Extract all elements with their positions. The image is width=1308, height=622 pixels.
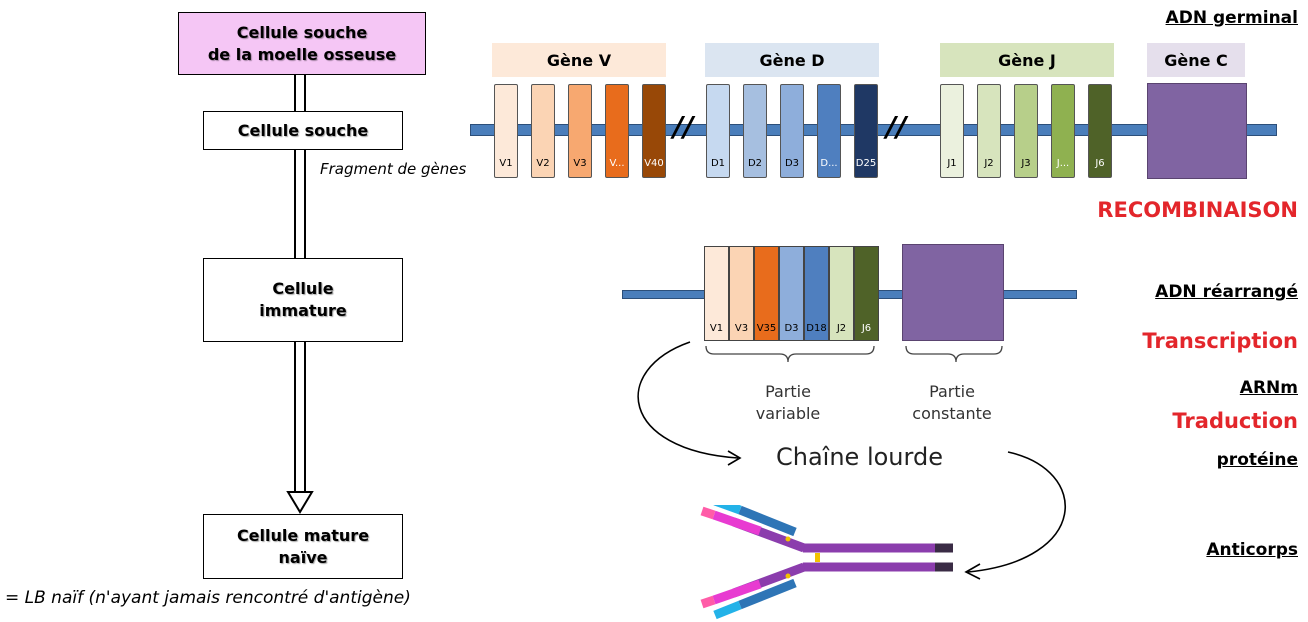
- gene-fragment-d: D...: [817, 84, 841, 178]
- gene-fragment-v2: V2: [531, 84, 555, 178]
- gene-fragment-v40: V40: [642, 84, 666, 178]
- antibody-diagram: [700, 505, 953, 620]
- rearranged-segment-v3: V3: [729, 246, 754, 341]
- gene-fragment-v1: V1: [494, 84, 518, 178]
- gene-fragment-d2: D2: [743, 84, 767, 178]
- gene-d-header: Gène D: [705, 43, 879, 77]
- rearranged-segment-j6: J6: [854, 246, 879, 341]
- mature-naive-cell-box: Cellule mature naïve: [203, 514, 403, 579]
- flow-arrows: [637, 341, 1067, 580]
- rearranged-segment-d3: D3: [779, 246, 804, 341]
- gene-gap-slash-2: //: [886, 110, 907, 143]
- gene-j-header: Gène J: [940, 43, 1114, 77]
- antibody-label: Anticorps: [1206, 540, 1298, 560]
- maturation-arrow: [286, 75, 314, 514]
- bone-marrow-stem-cell-box: Cellule souche de la moelle osseuse: [178, 12, 426, 75]
- gene-fragment-d1: D1: [706, 84, 730, 178]
- immature-cell-label: Cellule immature: [259, 279, 347, 320]
- germline-dna-label: ADN germinal: [1165, 8, 1298, 28]
- stem-cell-box: Cellule souche: [203, 111, 403, 150]
- gene-c-block: [1147, 83, 1247, 179]
- recombination-label: RECOMBINAISON: [1097, 198, 1298, 222]
- gene-fragment-v3: V3: [568, 84, 592, 178]
- transcription-label: Transcription: [1142, 329, 1298, 353]
- protein-label: protéine: [1216, 450, 1298, 470]
- gene-fragment-j1: J1: [940, 84, 964, 178]
- rearranged-segment-j2: J2: [829, 246, 854, 341]
- gene-fragment-j: J...: [1051, 84, 1075, 178]
- gene-fragment-d25: D25: [854, 84, 878, 178]
- mrna-label: ARNm: [1239, 378, 1298, 398]
- naive-lb-note: = LB naïf (n'ayant jamais rencontré d'an…: [5, 588, 411, 608]
- heavy-chain-label: Chaîne lourde: [776, 443, 943, 471]
- gene-fragment-v: V...: [605, 84, 629, 178]
- constant-region-block: [902, 244, 1004, 341]
- rearranged-segment-d18: D18: [804, 246, 829, 341]
- gene-v-header: Gène V: [492, 43, 666, 77]
- gene-fragment-j6: J6: [1088, 84, 1112, 178]
- gene-fragment-j3: J3: [1014, 84, 1038, 178]
- rearranged-segment-v35: V35: [754, 246, 779, 341]
- rearranged-dna-label: ADN réarrangé: [1155, 282, 1298, 302]
- gene-c-header: Gène C: [1147, 43, 1245, 77]
- rearranged-segment-v1: V1: [704, 246, 729, 341]
- immature-cell-box: Cellule immature: [203, 258, 403, 342]
- fragment-label: Fragment de gènes: [320, 160, 467, 178]
- gene-gap-slash-1: //: [673, 110, 694, 143]
- mature-naive-cell-label: Cellule mature naïve: [236, 525, 370, 567]
- part-braces: [705, 345, 1003, 363]
- translation-label: Traduction: [1172, 409, 1298, 433]
- constant-part-label: Partie constante: [912, 382, 992, 423]
- bone-marrow-stem-cell-label: Cellule souche de la moelle osseuse: [207, 22, 397, 64]
- variable-part-label: Partie variable: [755, 382, 821, 423]
- gene-fragment-j2: J2: [977, 84, 1001, 178]
- stem-cell-label: Cellule souche: [237, 120, 369, 140]
- gene-fragment-d3: D3: [780, 84, 804, 178]
